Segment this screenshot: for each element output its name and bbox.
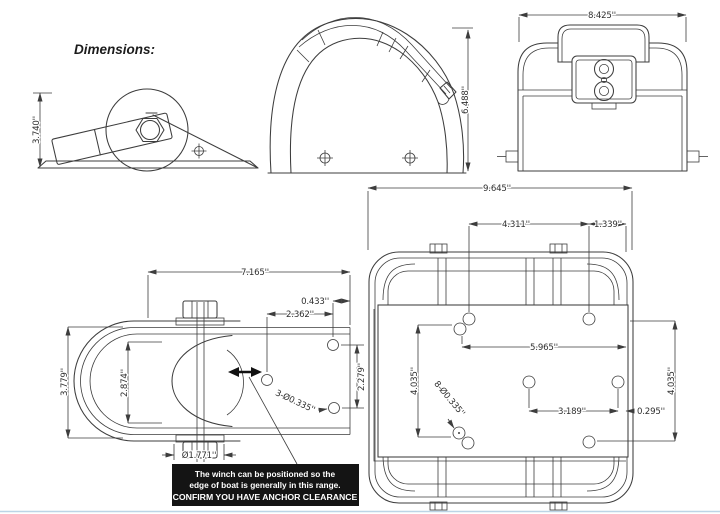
frame-outer	[368, 251, 634, 504]
top-hole-span-label: 4.311''	[502, 220, 530, 230]
roller-width-dim-label: 2.874''	[120, 369, 130, 397]
dim-extensions	[468, 226, 627, 312]
top-hump-inner	[561, 28, 646, 62]
hole-column-label: 2.279''	[357, 363, 367, 391]
callout-box	[172, 464, 359, 506]
body-outline	[517, 42, 688, 172]
side-plate	[145, 112, 259, 169]
strap-seams	[296, 29, 431, 83]
plate-holes	[261, 339, 340, 414]
dim-extensions	[528, 389, 619, 408]
outer-profile	[269, 18, 465, 174]
bottom-edge-offset-label: 0.295''	[637, 407, 665, 417]
mount-hole-crosshair	[402, 150, 418, 166]
indicator-dot	[601, 77, 608, 84]
roller-drum	[171, 334, 233, 428]
clearance-callout: The winch can be positioned so the edge …	[172, 464, 359, 506]
height-dim-label: 6.488''	[461, 86, 471, 114]
strap-buckle	[437, 81, 457, 105]
overall-length-dim-label: 7.165''	[241, 268, 269, 278]
side-bolt-left	[497, 150, 519, 163]
inner-profile	[289, 37, 448, 174]
dim-ticks	[418, 324, 452, 438]
dim-extensions	[518, 17, 687, 42]
page-title: Dimensions:	[74, 42, 155, 57]
bolt-tabs	[429, 243, 568, 511]
width-dim-label: 8.425''	[588, 11, 616, 21]
dim-ticks	[341, 344, 364, 409]
top-bolt	[175, 300, 225, 326]
hole-span-label: 2.362''	[286, 310, 314, 320]
bow-roller-side-view: 3.740''	[31, 88, 259, 172]
dim-extensions	[367, 191, 633, 250]
mount-hole-crosshair	[191, 143, 207, 159]
dim-ticks	[128, 341, 162, 424]
strap-inner-edge	[298, 24, 447, 95]
hole-callout-leader	[318, 407, 328, 413]
mount-hole-crosshair	[317, 150, 333, 166]
bolt-flange-diameter-label: Ø1.771''	[182, 450, 217, 461]
axle-bolt	[139, 119, 161, 141]
corner-arcs	[382, 263, 620, 492]
plate-holes	[452, 312, 625, 450]
side-bolt-right	[686, 150, 708, 163]
bottom-bolt	[175, 434, 225, 459]
tongue-lever	[51, 112, 173, 165]
hole-callout-label: 3-Ø0.335''	[273, 387, 316, 415]
connector-pin-top	[599, 64, 610, 75]
plate-shadow-edge	[373, 309, 626, 462]
connector-socket-top	[593, 58, 615, 80]
left-hole-column-label: 4.035''	[410, 367, 420, 395]
right-hole-column-label: 4.035''	[667, 367, 677, 395]
roller-wheel	[105, 88, 189, 172]
height-dim-label: 3.740''	[32, 116, 42, 144]
base-plate	[37, 160, 259, 169]
dim-ticks	[597, 320, 675, 442]
callout-line2: edge of boat is generally in this range.	[189, 480, 340, 490]
winch-side-profile-view: 6.488''	[267, 16, 473, 174]
boat-edge-range-arrow	[228, 367, 262, 377]
winch-front-view: 8.425''	[497, 10, 708, 172]
connector-socket-bottom	[593, 80, 615, 102]
top-hump	[557, 24, 650, 63]
strap-outer-edge	[301, 16, 452, 89]
hole-callout-leader	[447, 418, 455, 429]
end-hole-offset-label: 0.433''	[301, 297, 329, 307]
callout-line1: The winch can be positioned so the	[195, 469, 336, 479]
inner-corner-lines	[522, 47, 683, 90]
bolt-shaft	[196, 302, 205, 462]
panel-tab	[591, 102, 617, 110]
callout-leader-line	[248, 376, 298, 465]
overall-width-dim-label: 3.779''	[60, 368, 70, 396]
top-edge-offset-label: 1.339''	[594, 220, 622, 230]
mid-hole-span-label: 5.965''	[530, 343, 558, 353]
overall-width-dim-label: 9.645''	[483, 184, 511, 194]
bottom-hole-span-label: 3.189''	[558, 407, 586, 417]
callout-line3: CONFIRM YOU HAVE ANCHOR CLEARANCE	[173, 492, 358, 502]
hex-nut	[135, 117, 165, 143]
roller-drum-right-edge	[226, 349, 244, 416]
connector-pin-bottom	[599, 86, 610, 97]
winch-top-view: 9.645'' 4.311'' 1.339''	[367, 183, 678, 511]
bow-roller-top-view: 7.165'' 0.433'' 2.362'' 3.779'' 2.874''	[59, 267, 368, 465]
